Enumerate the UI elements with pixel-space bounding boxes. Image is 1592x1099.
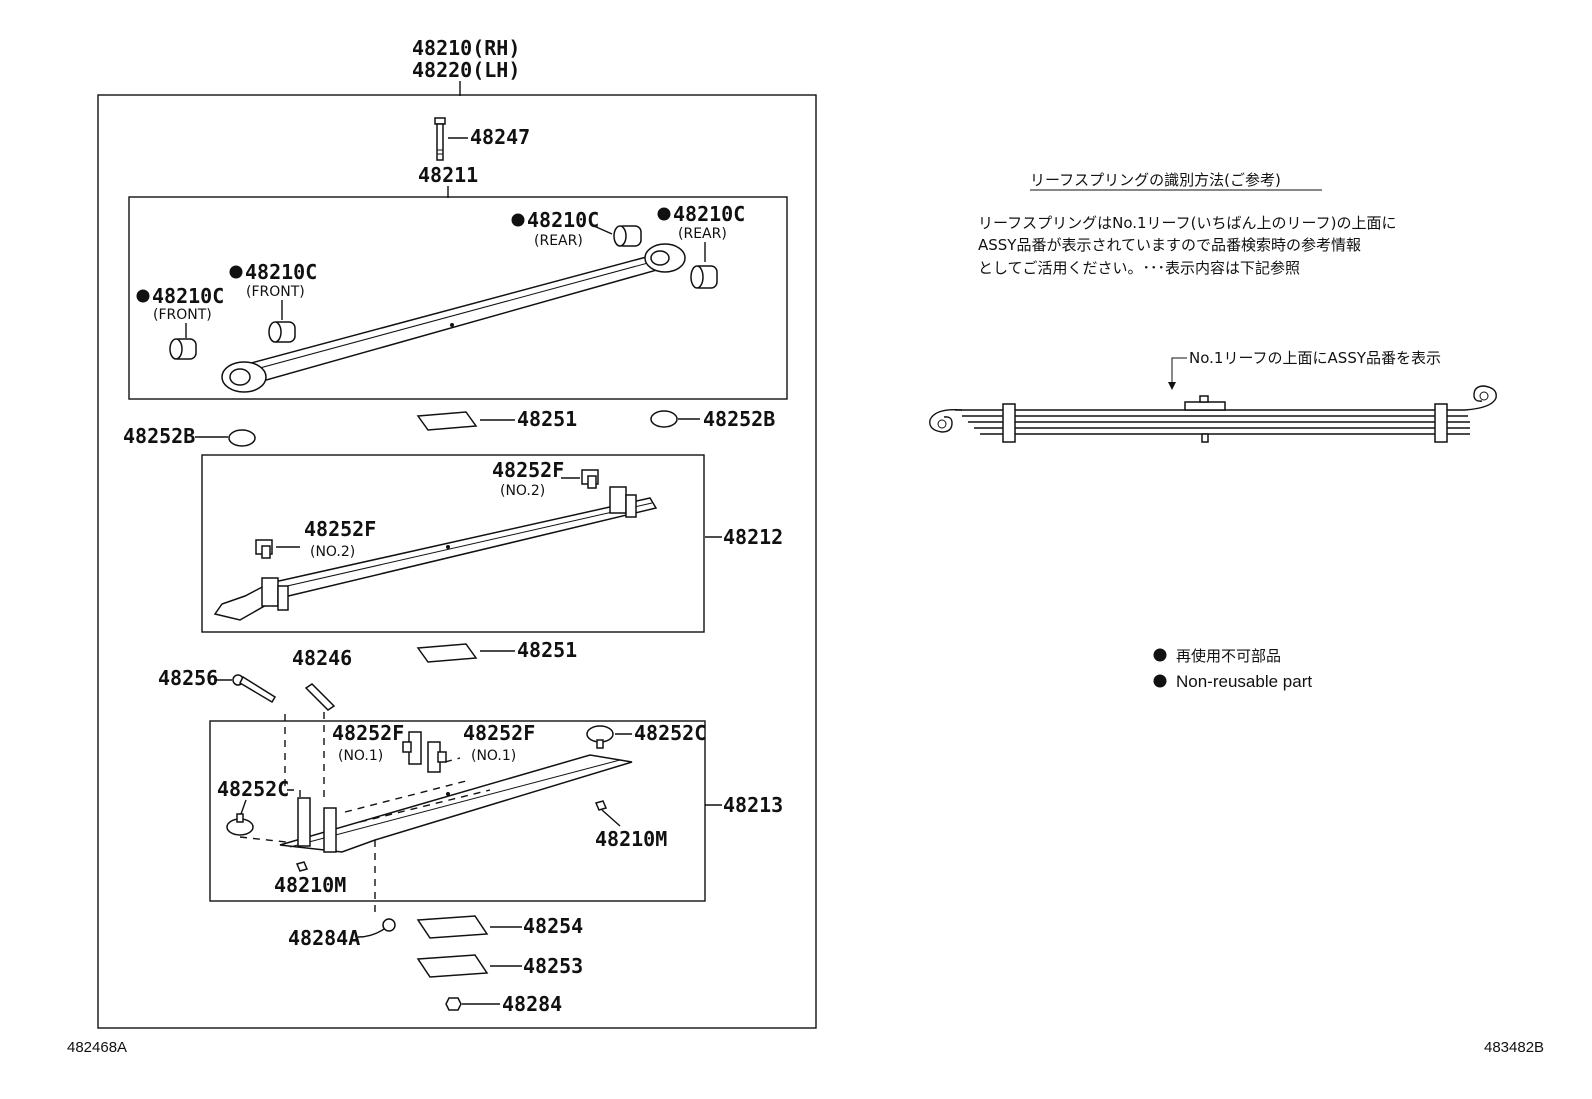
leaf-spring-side-view (929, 385, 1497, 443)
nut-m-left-icon (295, 861, 309, 872)
clip-no2-a-note: (NO.2) (500, 483, 545, 499)
clip-no1-a-note: (NO.1) (338, 748, 383, 764)
nut-icon (445, 997, 462, 1011)
assembly-lh-label: 48220(LH) (412, 58, 520, 82)
cap-c-right-icon (586, 725, 614, 749)
non-reusable-icon (229, 265, 243, 279)
bushing-front-1-label: 48210C (152, 284, 224, 308)
bushing-front-2-note: (FRONT) (246, 284, 305, 300)
pin-icon (304, 683, 336, 711)
cap-left-label: 48252B (123, 424, 195, 448)
nut-m-right-icon (594, 800, 608, 811)
nut-a-label: 48284A (288, 926, 360, 950)
clip-no1-icon (402, 731, 422, 765)
bushing-rear-2-icon (690, 265, 718, 289)
non-reusable-icon (1153, 648, 1167, 662)
leaf2-box (201, 454, 705, 633)
clip-no2-icon (255, 539, 273, 559)
main-leaf (221, 243, 686, 393)
legend-en: Non-reusable part (1176, 672, 1312, 691)
notes-title: リーフスプリングの識別方法(ご参考) (1030, 171, 1281, 189)
plate-2-icon (416, 954, 489, 978)
cap-c-right-label: 48252C (634, 721, 706, 745)
leaf1-box (128, 196, 788, 400)
bushing-rear-1-note: (REAR) (534, 233, 583, 249)
bushing-front-1-icon (169, 338, 197, 360)
nut-a-icon (382, 918, 396, 932)
bushing-rear-1-label: 48210C (527, 208, 599, 232)
clip-no2-icon (581, 469, 599, 489)
bushing-front-2-label: 48210C (245, 260, 317, 284)
non-reusable-icon (511, 213, 525, 227)
insert-2-label: 48251 (517, 638, 577, 662)
nut-m-left-label: 48210M (274, 873, 346, 897)
assembly-rh-label: 48210(RH) (412, 36, 520, 60)
notes-callout: No.1リーフの上面にASSY品番を表示 (1189, 349, 1441, 367)
clip-no1-icon (427, 741, 447, 773)
cap-right-icon (650, 410, 678, 428)
clip-no2-b-label: 48252F (304, 517, 376, 541)
clip-bolt-icon (232, 674, 277, 704)
leaf2-label: 48212 (723, 525, 783, 549)
plate-1-icon (416, 915, 489, 939)
bolt-label: 48247 (470, 125, 530, 149)
leaf3-box (209, 720, 706, 902)
leaf1-label: 48211 (418, 163, 478, 187)
center-bolt (434, 117, 446, 161)
bushing-rear-2-label: 48210C (673, 202, 745, 226)
cap-c-left-label: 48252C (217, 777, 289, 801)
figure-code-left: 482468A (67, 1039, 127, 1056)
non-reusable-icon (1153, 674, 1167, 688)
cap-right-label: 48252B (703, 407, 775, 431)
plate-2-label: 48253 (523, 954, 583, 978)
notes-line-1: リーフスプリングはNo.1リーフ(いちばん上のリーフ)の上面に (978, 214, 1396, 232)
pin-label: 48246 (292, 646, 352, 670)
legend-jp: 再使用不可部品 (1176, 647, 1281, 665)
cap-c-left-icon (226, 813, 254, 836)
bushing-front-1-note: (FRONT) (153, 307, 212, 323)
clip-no1-b-note: (NO.1) (471, 748, 516, 764)
bushing-front-2-icon (268, 321, 296, 343)
notes-line-2: ASSY品番が表示されていますので品番検索時の参考情報 (978, 236, 1361, 254)
insert-2-icon (416, 643, 478, 663)
insert-1-label: 48251 (517, 407, 577, 431)
assembly-frame (97, 94, 817, 1029)
clip-no2-b-note: (NO.2) (310, 544, 355, 560)
nut-label: 48284 (502, 992, 562, 1016)
plate-1-label: 48254 (523, 914, 583, 938)
leaf3-label: 48213 (723, 793, 783, 817)
clip-no2-a-label: 48252F (492, 458, 564, 482)
clip-no1-a-label: 48252F (332, 721, 404, 745)
clip-no1-b-label: 48252F (463, 721, 535, 745)
non-reusable-icon (657, 207, 671, 221)
third-leaf (279, 754, 633, 853)
second-leaf (213, 486, 658, 621)
notes-line-3: としてご活用ください。･･･表示内容は下記参照 (978, 259, 1300, 277)
clip-bolt-label: 48256 (158, 666, 218, 690)
bushing-rear-1-icon (613, 225, 642, 247)
insert-1-icon (416, 411, 478, 431)
non-reusable-icon (136, 289, 150, 303)
nut-m-right-label: 48210M (595, 827, 667, 851)
cap-left-icon (228, 429, 256, 447)
bushing-rear-2-note: (REAR) (678, 226, 727, 242)
figure-code-right: 483482B (1484, 1039, 1544, 1056)
